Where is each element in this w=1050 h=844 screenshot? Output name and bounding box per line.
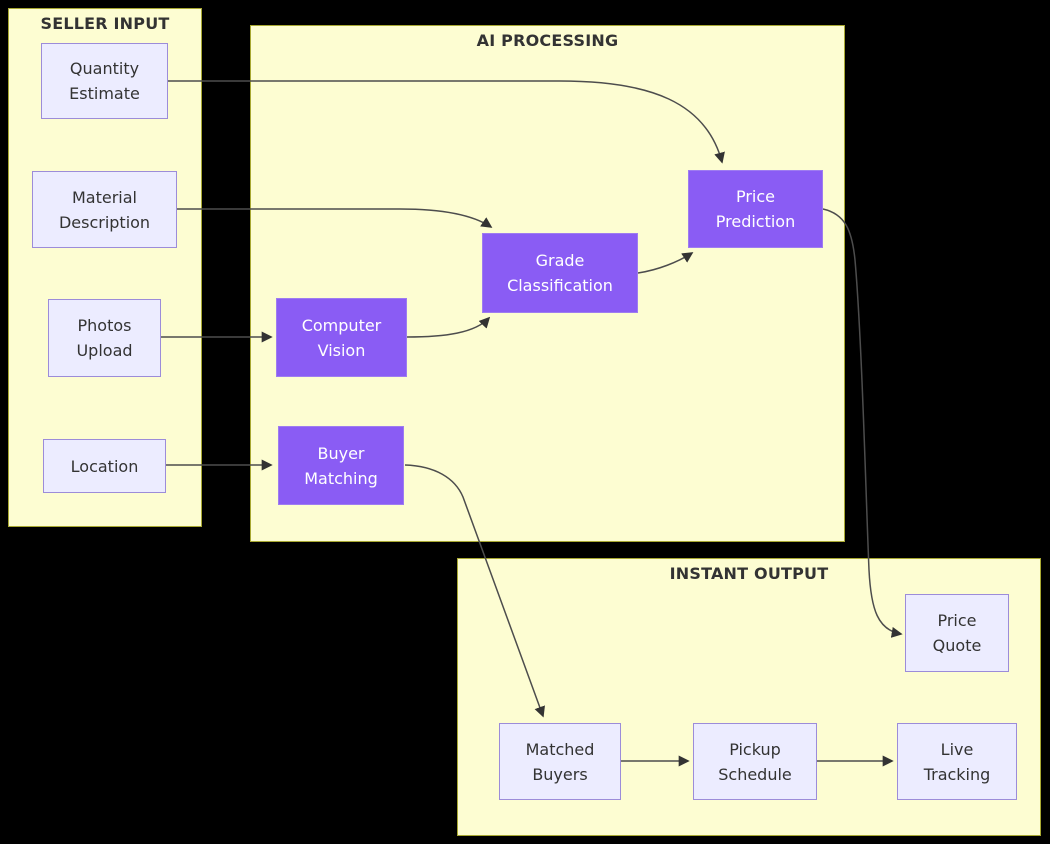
node-price-quote: Price Quote (905, 594, 1009, 672)
node-quantity-estimate-label: Quantity Estimate (69, 59, 140, 103)
node-matched-buyers: Matched Buyers (499, 723, 621, 800)
node-buyer-matching: Buyer Matching (278, 426, 404, 505)
node-computer-vision: Computer Vision (276, 298, 407, 377)
node-pickup-schedule-label: Pickup Schedule (718, 739, 792, 784)
node-material-description-label: Material Description (58, 187, 151, 232)
node-live-tracking-label: Live Tracking (923, 739, 991, 784)
node-pickup-schedule: Pickup Schedule (693, 723, 817, 800)
group-title-ai-processing: AI PROCESSING (476, 31, 619, 50)
node-location-label: Location (70, 456, 139, 476)
node-location: Location (43, 439, 166, 493)
node-computer-vision-label: Computer Vision (301, 315, 382, 360)
node-photos-upload-label: Photos Upload (76, 316, 133, 360)
node-grade-classification-label: Grade Classification (507, 251, 613, 295)
node-photos-upload: Photos Upload (48, 299, 161, 377)
group-title-seller-input: SELLER INPUT (40, 14, 170, 33)
node-price-prediction: Price Prediction (688, 170, 823, 248)
group-title-instant-output: INSTANT OUTPUT (669, 564, 829, 583)
node-buyer-matching-label: Buyer Matching (304, 443, 378, 488)
node-grade-classification: Grade Classification (482, 233, 638, 313)
node-material-description: Material Description (32, 171, 177, 248)
node-live-tracking: Live Tracking (897, 723, 1017, 800)
node-quantity-estimate: Quantity Estimate (41, 43, 168, 119)
node-matched-buyers-label: Matched Buyers (525, 739, 595, 784)
node-price-quote-label: Price Quote (932, 611, 982, 655)
node-price-prediction-label: Price Prediction (715, 187, 796, 231)
